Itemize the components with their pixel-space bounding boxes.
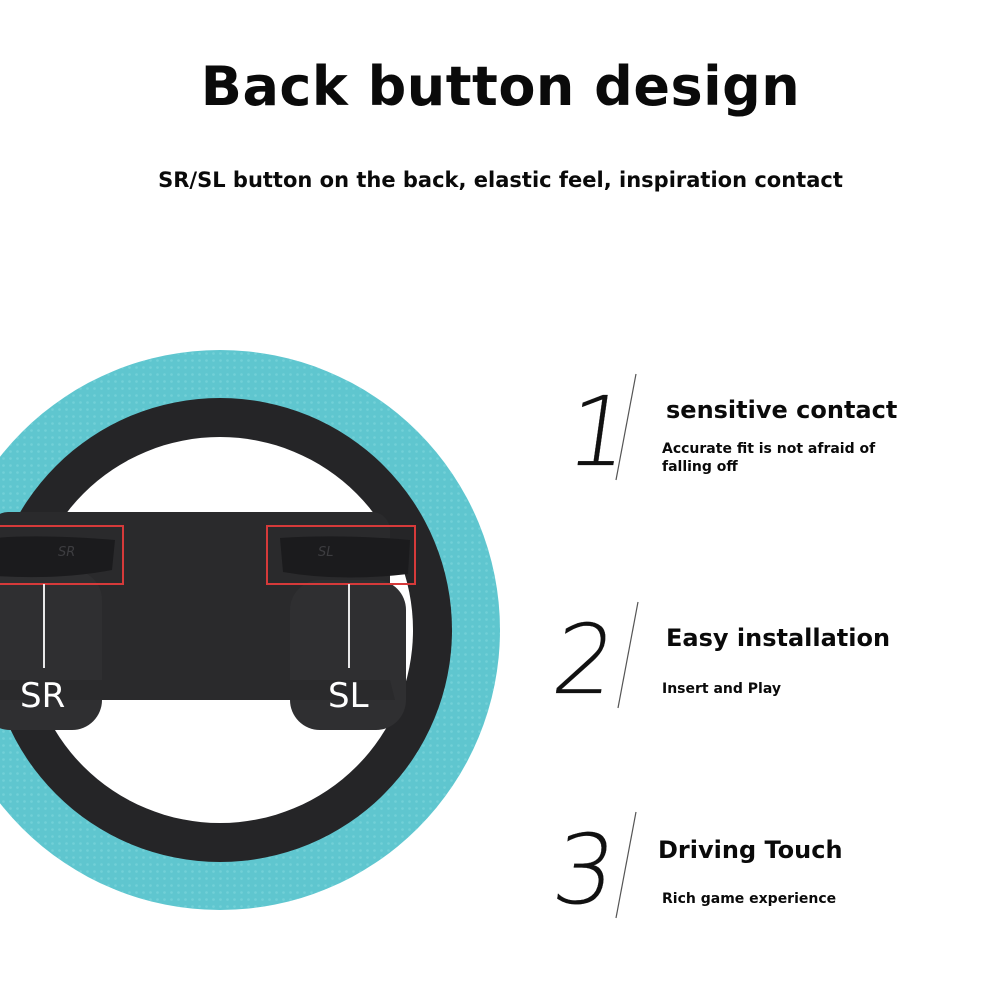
feature-number: 3 xyxy=(546,814,623,926)
feature-description: Accurate fit is not afraid of falling of… xyxy=(662,441,876,475)
feature-title: Driving Touch xyxy=(658,836,843,864)
slash-divider xyxy=(615,373,637,481)
page-title: Back button design xyxy=(200,55,801,118)
feature-item: 3 Driving Touch Rich game experience xyxy=(540,811,980,940)
feature-description: Insert and Play xyxy=(662,681,781,697)
sl-button: SL xyxy=(280,536,410,578)
slash-divider xyxy=(617,601,639,709)
page-subtitle: SR/SL button on the back, elastic feel, … xyxy=(158,168,843,192)
slash-divider xyxy=(615,811,637,919)
feature-number: 2 xyxy=(546,604,623,716)
sr-button: SR xyxy=(0,536,115,578)
feature-description: Rich game experience xyxy=(662,891,837,907)
sr-highlight-box xyxy=(0,525,124,585)
feature-item: 2 Easy installation Insert and Play xyxy=(540,601,980,730)
sl-button-text: SL xyxy=(318,545,334,560)
feature-title: Easy installation xyxy=(666,624,891,652)
sr-button-text: SR xyxy=(58,545,75,560)
steering-wheel-illustration: SR SL xyxy=(0,350,500,910)
sl-label: SL xyxy=(328,676,369,716)
sr-label: SR xyxy=(20,676,66,716)
feature-item: 1 sensitive contact Accurate fit is not … xyxy=(540,373,980,502)
sl-highlight-box xyxy=(266,525,416,585)
feature-title: sensitive contact xyxy=(666,396,898,424)
